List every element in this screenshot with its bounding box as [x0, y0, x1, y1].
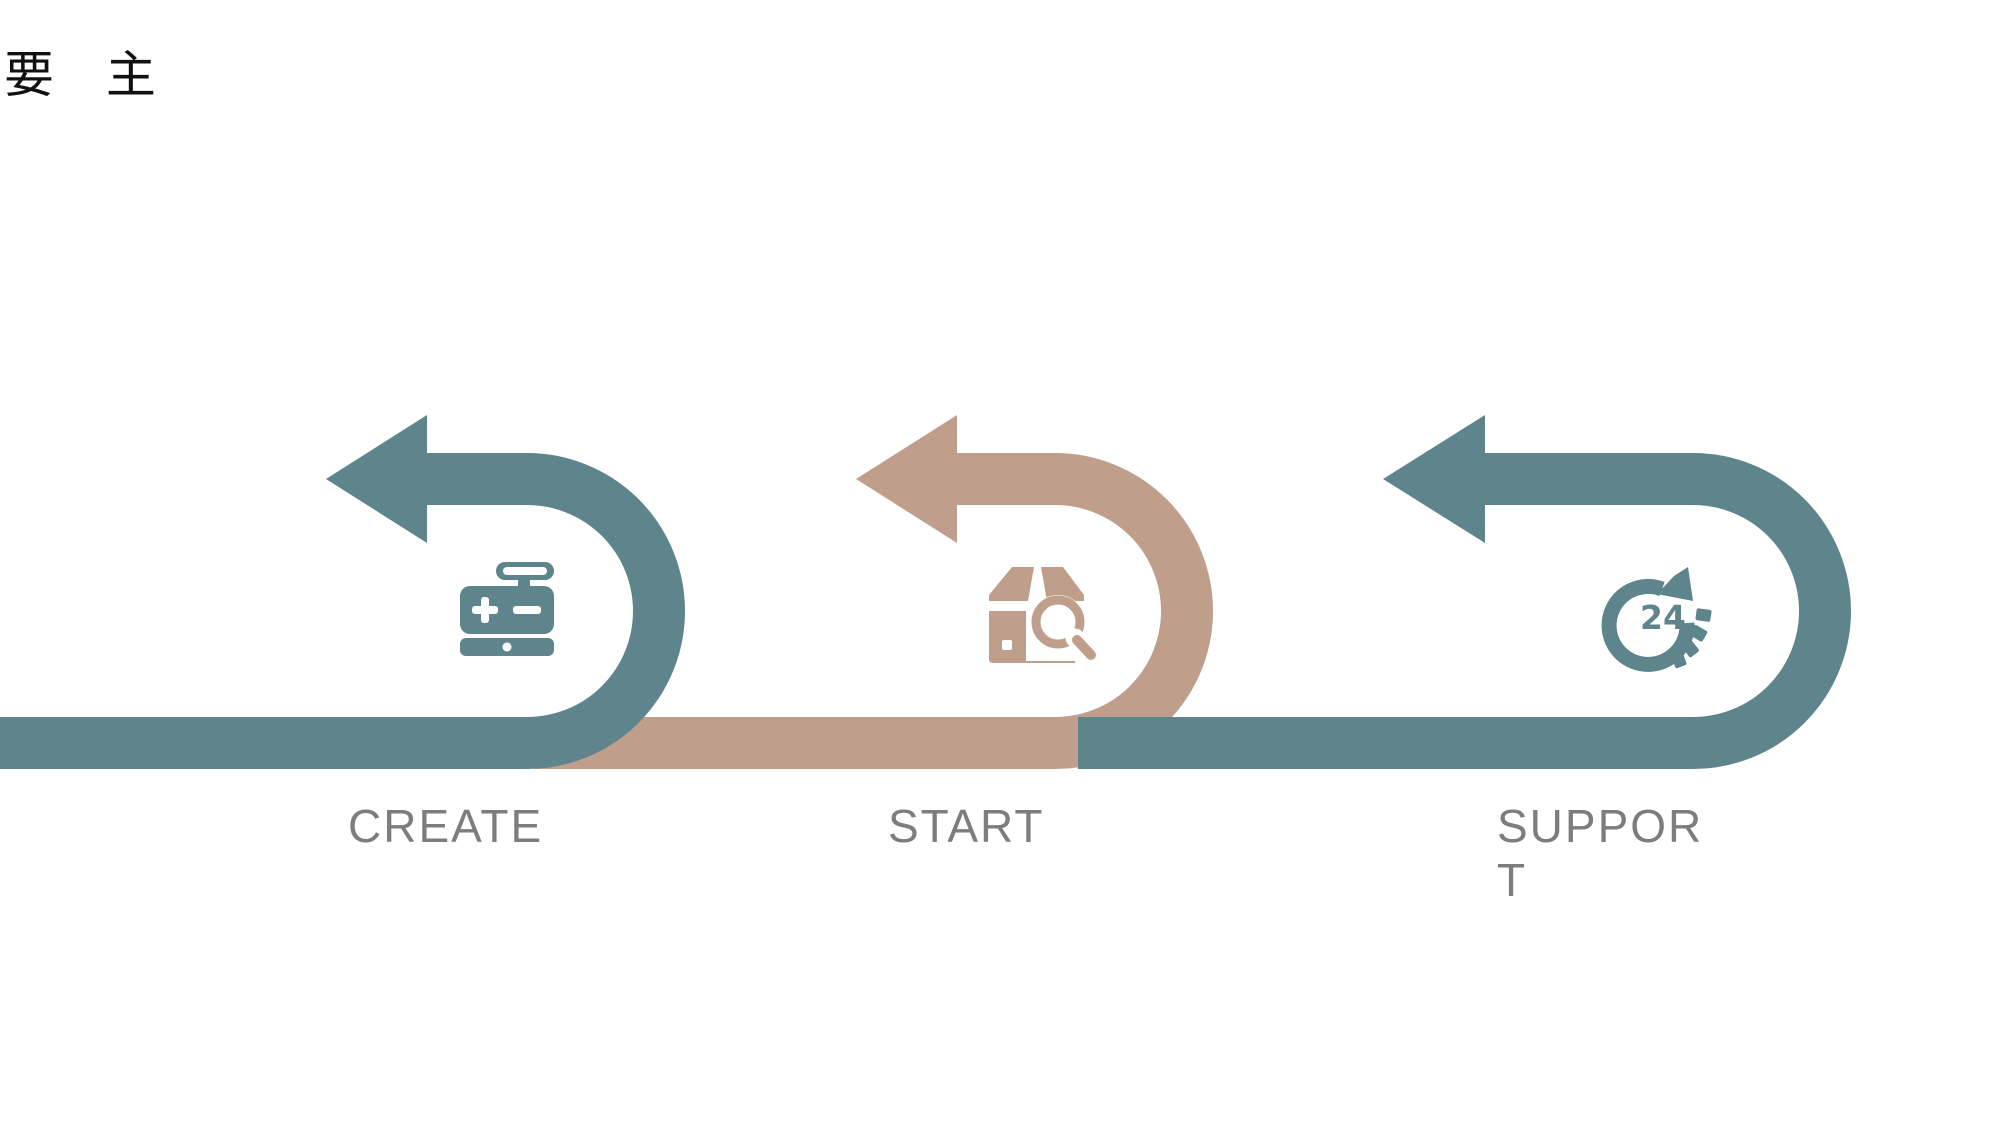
svg-text:24: 24 — [1640, 598, 1686, 637]
step-create-arrow — [0, 415, 685, 769]
step-label-create: CREATE — [348, 800, 544, 852]
step-support-arrow — [1078, 415, 1851, 769]
step-label-support: SUPPOR T — [1497, 799, 1703, 907]
box-search-icon — [989, 567, 1102, 666]
step-label-start: START — [888, 800, 1045, 852]
step-label-support-line2: T — [1497, 854, 1528, 906]
pharmacy-kit-icon — [460, 562, 554, 656]
step-label-support-line1: SUPPOR — [1497, 800, 1704, 852]
support-24-icon: 24 — [1601, 567, 1712, 672]
page-title: 要 主 — [4, 46, 174, 104]
